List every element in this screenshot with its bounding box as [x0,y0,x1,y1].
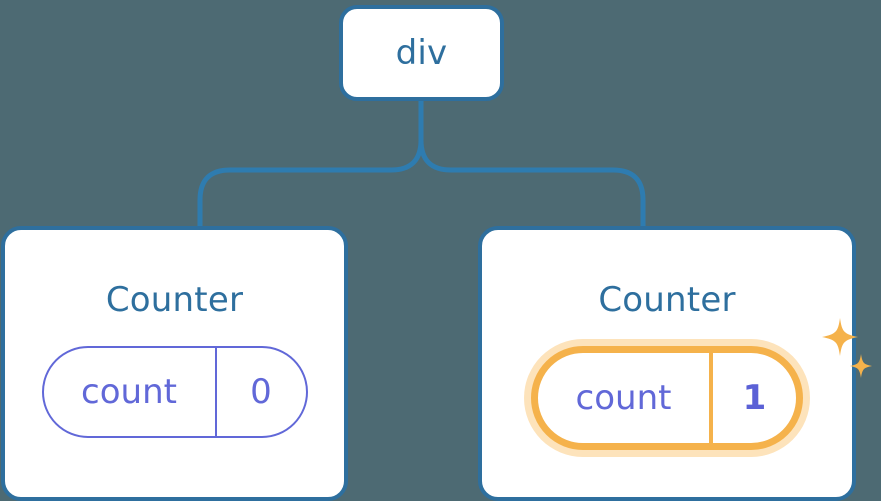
state-value-cell-left: 0 [217,348,306,436]
node-div-label: div [395,33,448,73]
connector-root-to-right [418,98,646,229]
state-pill-left[interactable]: count 0 [41,346,308,438]
state-value-right: 1 [742,378,767,418]
state-value-left: 0 [250,372,272,412]
state-pill-wrap-right: count 1 [531,318,872,450]
sparkle-small-icon [850,354,872,378]
node-counter-left[interactable]: Counter count 0 [1,226,348,501]
state-key-left: count [81,372,177,412]
connector-root-to-left [197,98,424,229]
state-key-right: count [575,378,672,418]
state-pill-wrap-left: count 0 [41,346,308,438]
node-counter-right-label: Counter [598,280,736,320]
state-value-cell-right: 1 [713,353,796,443]
sparkle-large-icon [822,318,858,356]
node-counter-right[interactable]: Counter count 1 [478,226,872,501]
sparkles-icon [822,318,872,378]
state-key-cell-right: count [538,353,713,443]
state-pill-right[interactable]: count 1 [531,346,803,450]
state-key-cell-left: count [44,348,217,436]
node-div[interactable]: div [339,5,504,101]
node-counter-left-label: Counter [105,280,244,320]
